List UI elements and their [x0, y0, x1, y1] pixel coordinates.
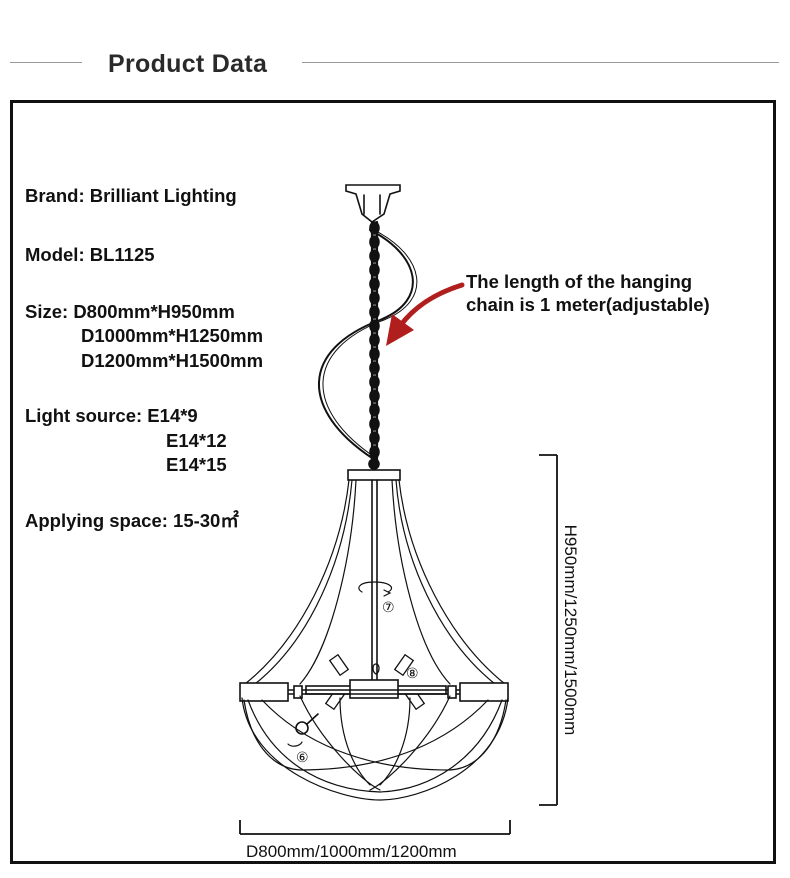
lower-strands [241, 695, 509, 801]
hook-marker-6 [287, 713, 319, 747]
chain-links [369, 221, 380, 459]
upper-strands-left [244, 479, 357, 685]
marker-6: ⑥ [296, 750, 309, 766]
spec-space: Applying space: 15-30㎡ [25, 510, 239, 531]
spec-light-3: E14*15 [166, 454, 227, 475]
chain-link [369, 263, 380, 277]
chain-link [369, 235, 380, 249]
header-rule-left [10, 62, 82, 63]
diameter-dimension-label: D800mm/1000mm/1200mm [246, 842, 457, 861]
chain-link [369, 361, 380, 375]
spec-size-2: D1000mm*H1250mm [81, 325, 264, 346]
chain-link [369, 347, 380, 361]
page-title: Product Data [108, 50, 268, 78]
chain-link [369, 389, 380, 403]
upper-strands-right [391, 479, 506, 685]
part-markers: ⑦ ⑧ ⑥ [296, 600, 419, 766]
header-rule-right [302, 62, 779, 63]
marker-7: ⑦ [382, 600, 395, 616]
diameter-dimension [239, 820, 511, 835]
top-ring [347, 458, 401, 481]
chain-callout: The length of the hanging chain is 1 met… [466, 270, 710, 316]
chain-link [369, 249, 380, 263]
chain-link [369, 403, 380, 417]
marker-8: ⑧ [406, 666, 419, 682]
spec-brand: Brand: Brilliant Lighting [25, 185, 237, 206]
chain-callout-line1: The length of the hanging [466, 271, 693, 292]
height-dimension-label: H950mm/1250mm/1500mm [561, 524, 580, 736]
power-cable [318, 229, 414, 459]
product-frame [10, 100, 776, 864]
spec-light-2: E14*12 [166, 430, 227, 451]
chain-link [369, 333, 380, 347]
callout-arrow [386, 282, 465, 346]
spec-size-1: Size: D800mm*H950mm [25, 301, 235, 322]
chain-link [369, 431, 380, 445]
rotate-arrow-7 [358, 581, 393, 593]
arm-frame [239, 679, 509, 702]
ceiling-canopy [345, 184, 401, 223]
chain-link [369, 417, 380, 431]
height-dimension [539, 454, 558, 806]
chain-link [369, 445, 380, 459]
spec-model: Model: BL1125 [25, 244, 155, 265]
chain-link [369, 277, 380, 291]
chain-link [369, 375, 380, 389]
chain-link [369, 291, 380, 305]
spec-size-3: D1200mm*H1500mm [81, 350, 264, 371]
chain-link [369, 305, 380, 319]
chain-callout-line2: chain is 1 meter(adjustable) [466, 294, 710, 315]
spec-light-1: Light source: E14*9 [25, 405, 198, 426]
